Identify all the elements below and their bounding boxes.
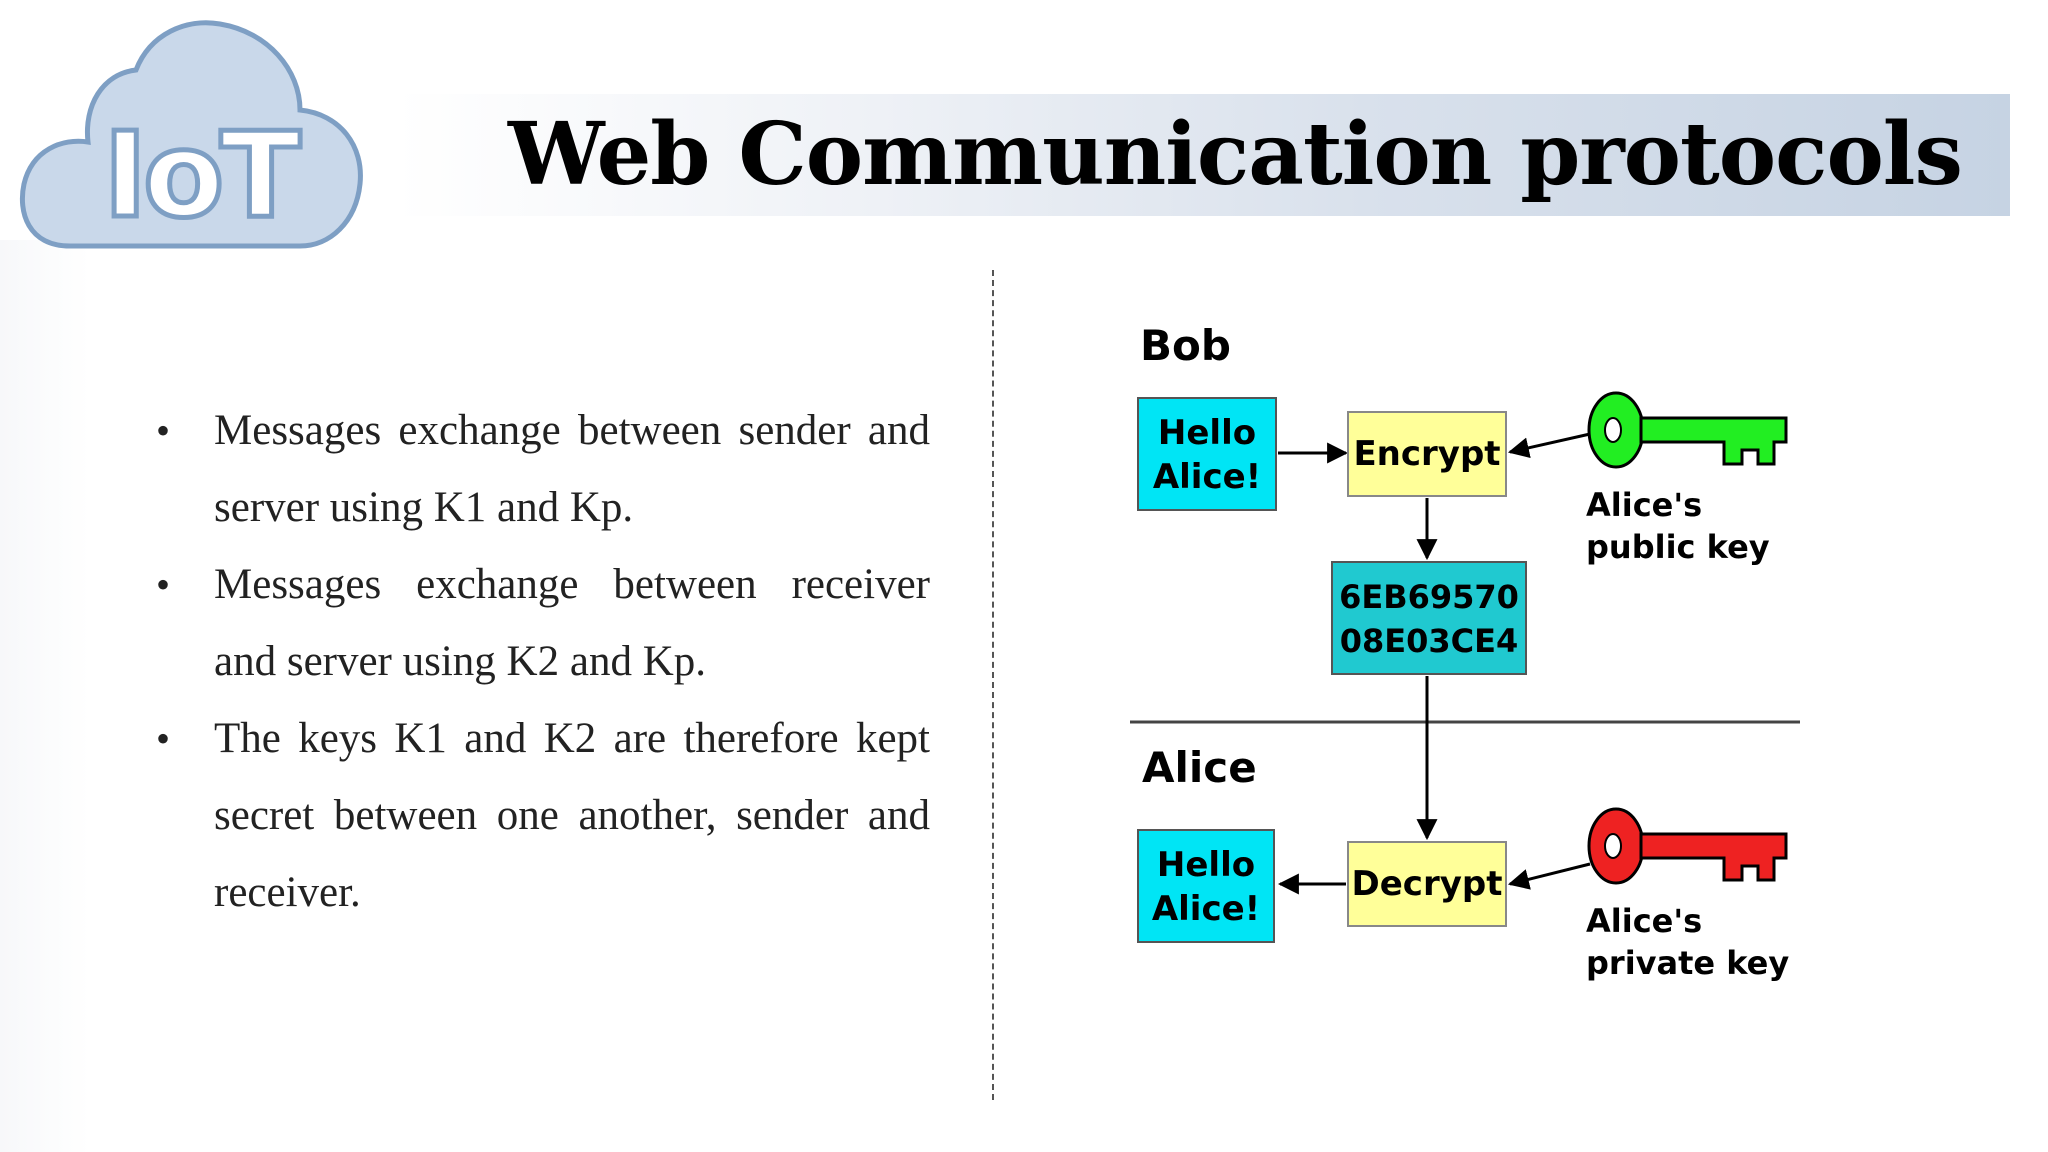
public-key-label-line-1: Alice's — [1586, 486, 1702, 524]
arrow-public-key-to-encrypt — [1507, 432, 1591, 459]
private-key-label-line-1: Alice's — [1586, 902, 1702, 940]
private-key-icon — [1587, 807, 1788, 885]
encrypt-label: Encrypt — [1353, 434, 1500, 474]
bullet-item: • Messages exchange between receiver and… — [150, 546, 930, 700]
cloud-icon — [19, 20, 363, 249]
bullet-item: • Messages exchange between sender and s… — [150, 392, 930, 546]
bob-message-box: Hello Alice! — [1137, 397, 1277, 511]
decrypt-box: Decrypt — [1347, 841, 1507, 927]
alice-message-line-1: Hello — [1157, 845, 1255, 885]
ciphertext-line-1: 6EB69570 — [1339, 578, 1519, 616]
bullet-text: Messages exchange between sender and ser… — [214, 407, 930, 531]
public-key-label-line-2: public key — [1586, 528, 1770, 566]
arrow-private-key-to-decrypt — [1507, 862, 1591, 890]
encrypt-box: Encrypt — [1347, 411, 1507, 497]
bob-message-line-1: Hello — [1158, 413, 1256, 453]
bullet-list: • Messages exchange between sender and s… — [150, 392, 930, 931]
private-key-label-line-2: private key — [1586, 944, 1789, 982]
alice-label: Alice — [1142, 743, 1257, 792]
bob-label: Bob — [1140, 321, 1231, 370]
bullet-marker: • — [156, 408, 171, 453]
ciphertext-box: 6EB69570 08E03CE4 — [1331, 561, 1527, 675]
alice-message-line-2: Alice! — [1152, 889, 1260, 929]
bullet-marker: • — [156, 562, 171, 607]
encryption-diagram: Bob Hello Alice! Encrypt Alice's public … — [1130, 321, 1800, 982]
ciphertext-line-2: 08E03CE4 — [1340, 622, 1519, 660]
bullet-text: The keys K1 and K2 are therefore kept se… — [214, 715, 930, 916]
decrypt-label: Decrypt — [1352, 864, 1503, 904]
column-divider — [992, 270, 994, 1100]
bullet-marker: • — [156, 716, 171, 761]
title-band — [396, 94, 2010, 216]
logo-text: IoT — [103, 106, 300, 244]
alice-message-box: Hello Alice! — [1137, 829, 1275, 943]
bullet-text: Messages exchange between receiver and s… — [214, 561, 930, 685]
public-key-icon — [1587, 391, 1788, 469]
bullet-item: • The keys K1 and K2 are therefore kept … — [150, 700, 930, 931]
iot-logo: IoT — [19, 20, 363, 249]
bob-message-line-2: Alice! — [1153, 457, 1261, 497]
left-shade — [0, 240, 90, 1152]
page-title: Web Communication protocols — [508, 104, 1963, 205]
